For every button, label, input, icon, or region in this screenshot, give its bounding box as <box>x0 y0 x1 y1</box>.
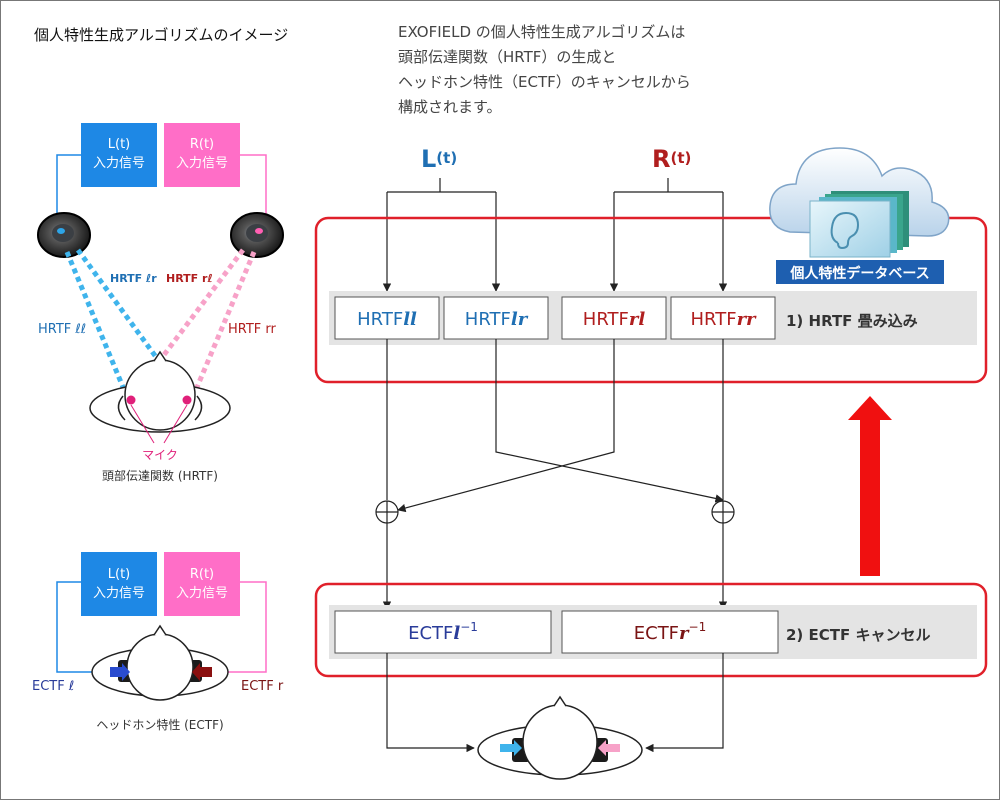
listener-head-icon <box>477 695 643 780</box>
svg-text:HRTFrl: HRTFrl <box>583 309 646 330</box>
hrtf-caption: 頭部伝達関数 (HRTF) <box>102 468 218 483</box>
label-hrtf-rr: HRTF rr <box>228 322 277 337</box>
path-rr <box>192 251 257 393</box>
ectf-box-r: ECTFr−1 <box>561 610 779 654</box>
hrtf-box-rr: HRTFrr <box>670 296 776 340</box>
input-r-label-2: R(t) <box>190 567 214 582</box>
description-line: EXOFIELD の個人特性生成アルゴリズムは <box>398 23 686 41</box>
mic-label: マイク <box>142 448 178 462</box>
input-l-sublabel-2: 入力信号 <box>93 586 145 601</box>
svg-text:ECTFr−1: ECTFr−1 <box>634 620 706 644</box>
description: EXOFIELD の個人特性生成アルゴリズムは 頭部伝達関数（HRTF）の生成と… <box>398 20 691 120</box>
head-top-view-icon <box>89 350 231 433</box>
stage2-label: 2) ECTF キャンセル <box>786 626 930 644</box>
speaker-right-icon <box>230 212 284 258</box>
sum-node-left-icon <box>375 500 399 524</box>
input-r-sublabel: 入力信号 <box>176 156 228 171</box>
signal-r-label: R(t) <box>652 145 691 173</box>
wire-left-2 <box>56 581 112 673</box>
sum-node-right-icon <box>711 500 735 524</box>
signal-l-label: L(t) <box>421 145 457 173</box>
signal-flow-diagram: L(t) R(t) HRTFll HRTFlr HRTFrl HRTFrr <box>314 145 988 780</box>
cloud-database-icon: 個人特性データベース <box>769 147 950 284</box>
input-r-box <box>164 123 240 187</box>
input-l-label: L(t) <box>108 137 130 152</box>
hrtf-box-lr: HRTFlr <box>443 296 549 340</box>
label-hrtf-rl: HRTF rℓ <box>166 272 213 285</box>
stage1-label: 1) HRTF 畳み込み <box>786 312 918 330</box>
svg-text:ECTFl−1: ECTFl−1 <box>408 620 478 644</box>
description-line: 構成されます。 <box>398 98 502 116</box>
label-hrtf-lr: HRTF ℓr <box>110 272 157 285</box>
description-line: 頭部伝達関数（HRTF）の生成と <box>398 48 617 66</box>
ectf-box-l: ECTFl−1 <box>334 610 552 654</box>
path-ll <box>64 251 128 393</box>
wire-right-2 <box>210 581 267 673</box>
input-r-label: R(t) <box>190 137 214 152</box>
svg-text:HRTFlr: HRTFlr <box>465 309 529 330</box>
hrtf-measurement-illustration: L(t) 入力信号 R(t) 入力信号 HRTF ℓℓ HRTF ℓr HRTF… <box>37 123 284 483</box>
stage1-frame <box>314 216 988 384</box>
description-line: ヘッドホン特性（ECTF）のキャンセルから <box>398 73 691 91</box>
head-with-headphones-icon <box>91 624 229 701</box>
svg-text:HRTFll: HRTFll <box>357 309 417 330</box>
input-l-box <box>81 123 157 187</box>
label-ectf-r: ECTF r <box>241 679 284 694</box>
input-r-box-2 <box>164 552 240 616</box>
feedback-arrow-icon <box>848 396 892 576</box>
input-r-sublabel-2: 入力信号 <box>176 586 228 601</box>
page-title: 個人特性生成アルゴリズムのイメージ <box>34 26 289 44</box>
input-l-box-2 <box>81 552 157 616</box>
hrtf-box-rl: HRTFrl <box>561 296 667 340</box>
mic-left-icon <box>126 395 136 405</box>
hrtf-box-ll: HRTFll <box>334 296 440 340</box>
speaker-left-icon <box>37 212 91 258</box>
input-l-sublabel: 入力信号 <box>93 156 145 171</box>
path-rl <box>131 248 245 398</box>
input-l-label-2: L(t) <box>108 567 130 582</box>
label-hrtf-ll: HRTF ℓℓ <box>38 322 86 337</box>
wire-left <box>56 154 81 218</box>
svg-text:HRTFrr: HRTFrr <box>690 309 757 330</box>
ectf-measurement-illustration: L(t) 入力信号 R(t) 入力信号 ECTF ℓ ECTF r ヘッドホン特… <box>32 552 284 732</box>
database-label: 個人特性データベース <box>789 265 929 282</box>
ectf-r-arrow-icon <box>192 663 212 681</box>
label-ectf-l: ECTF ℓ <box>32 679 74 694</box>
wire-right <box>240 154 267 218</box>
mic-right-icon <box>182 395 192 405</box>
ectf-l-arrow-icon <box>110 663 130 681</box>
stage2-frame <box>314 582 988 678</box>
ectf-caption: ヘッドホン特性 (ECTF) <box>96 717 223 732</box>
